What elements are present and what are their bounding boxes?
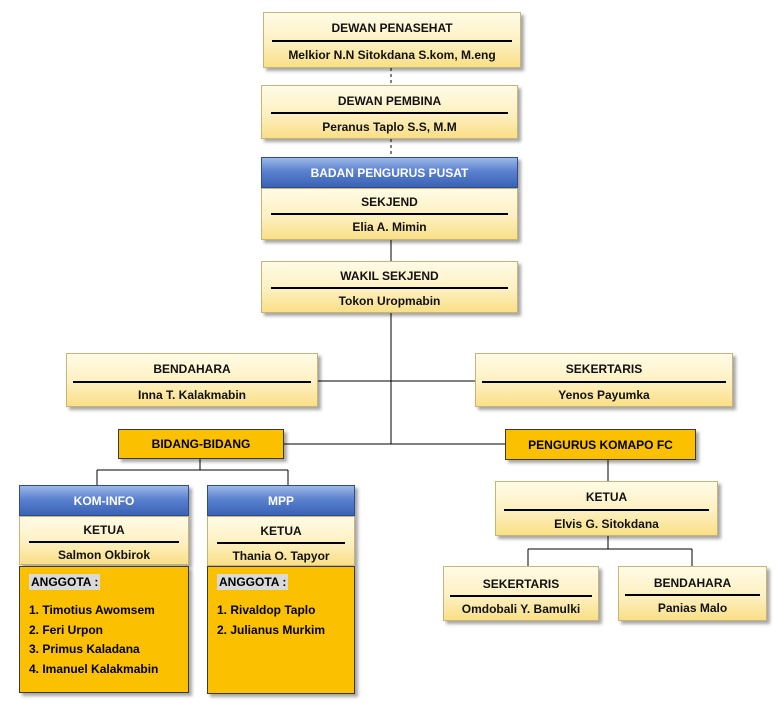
- mpp-ketua-box: KETUA Thania O. Tapyor: [207, 516, 355, 566]
- divider: [271, 112, 508, 114]
- mpp-ketua-label: KETUA: [260, 524, 302, 538]
- komapo-bendahara-name: Panias Malo: [657, 601, 728, 615]
- komapo-ketua-box: KETUA Elvis G. Sitokdana: [495, 481, 718, 536]
- dewan-pembina-title: DEWAN PEMBINA: [337, 94, 442, 108]
- komapo-sekertaris-title: SEKERTARIS: [482, 577, 560, 591]
- wakil-sekjend-box: WAKIL SEKJEND Tokon Uropmabin: [261, 261, 518, 313]
- mpp-anggota-label: ANGGOTA :: [217, 574, 289, 590]
- divider: [29, 541, 179, 543]
- divider: [625, 594, 760, 596]
- divider: [73, 381, 311, 383]
- pengurus-komapo-box: PENGURUS KOMAPO FC: [505, 429, 696, 460]
- sekjend-box: SEKJEND Elia A. Mimin: [261, 188, 518, 240]
- bendahara-box: BENDAHARA Inna T. Kalakmabin: [66, 353, 318, 407]
- dewan-pembina-box: DEWAN PEMBINA Peranus Taplo S.S, M.M: [261, 85, 518, 139]
- sekjend-name: Elia A. Mimin: [352, 220, 427, 234]
- wakil-sekjend-title: WAKIL SEKJEND: [340, 269, 439, 283]
- kom-info-member-list: 1. Timotius Awomsem 2. Feri Urpon 3. Pri…: [29, 601, 158, 679]
- list-item: 2. Julianus Murkim: [217, 622, 326, 637]
- divider: [504, 509, 709, 511]
- divider: [482, 381, 726, 383]
- komapo-bendahara-box: BENDAHARA Panias Malo: [618, 566, 767, 621]
- divider: [450, 595, 592, 597]
- bendahara-title: BENDAHARA: [153, 362, 231, 376]
- wakil-sekjend-name: Tokon Uropmabin: [338, 294, 441, 308]
- kom-info-anggota-label: ANGGOTA :: [29, 574, 101, 590]
- dewan-penasehat-box: DEWAN PENASEHAT Melkior N.N Sitokdana S.…: [263, 12, 521, 68]
- badan-pengurus-pusat-header: BADAN PENGURUS PUSAT: [261, 157, 518, 188]
- komapo-bendahara-title: BENDAHARA: [653, 576, 732, 590]
- komapo-ketua-title: KETUA: [585, 490, 628, 504]
- mpp-ketua-name: Thania O. Tapyor: [232, 549, 330, 563]
- dewan-pembina-name: Peranus Taplo S.S, M.M: [322, 120, 457, 134]
- bendahara-name: Inna T. Kalakmabin: [137, 388, 247, 402]
- kom-info-ketua-box: KETUA Salmon Okbirok: [19, 516, 189, 565]
- mpp-header: MPP: [207, 485, 355, 516]
- mpp-anggota-panel: ANGGOTA : 1. Rivaldop Taplo 2. Julianus …: [207, 566, 355, 694]
- komapo-ketua-name: Elvis G. Sitokdana: [554, 517, 659, 531]
- divider: [272, 40, 512, 42]
- kom-info-header: KOM-INFO: [19, 485, 189, 516]
- list-item: 1. Timotius Awomsem: [29, 603, 155, 617]
- mpp-member-list: 1. Rivaldop Taplo 2. Julianus Murkim: [217, 601, 325, 640]
- list-item: 4. Imanuel Kalakmabin: [29, 661, 159, 676]
- list-item: 3. Primus Kaladana: [29, 642, 140, 656]
- komapo-sekertaris-box: SEKERTARIS Omdobali Y. Bamulki: [443, 566, 599, 621]
- list-item: 1. Rivaldop Taplo: [217, 603, 316, 617]
- kom-info-ketua-label: KETUA: [83, 523, 125, 537]
- divider: [271, 213, 508, 215]
- sekertaris-box: SEKERTARIS Yenos Payumka: [475, 353, 733, 407]
- sekjend-title: SEKJEND: [361, 195, 418, 209]
- divider: [217, 542, 345, 544]
- komapo-sekertaris-name: Omdobali Y. Bamulki: [461, 602, 581, 616]
- dewan-penasehat-name: Melkior N.N Sitokdana S.kom, M.eng: [288, 48, 496, 62]
- list-item: 2. Feri Urpon: [29, 622, 104, 637]
- dewan-penasehat-title: DEWAN PENASEHAT: [331, 21, 453, 35]
- sekertaris-title: SEKERTARIS: [565, 362, 643, 376]
- kom-info-anggota-panel: ANGGOTA : 1. Timotius Awomsem 2. Feri Ur…: [19, 566, 189, 693]
- kom-info-ketua-name: Salmon Okbirok: [57, 548, 151, 562]
- sekertaris-name: Yenos Payumka: [558, 388, 650, 402]
- divider: [271, 287, 508, 289]
- bidang-bidang-box: BIDANG-BIDANG: [118, 429, 284, 459]
